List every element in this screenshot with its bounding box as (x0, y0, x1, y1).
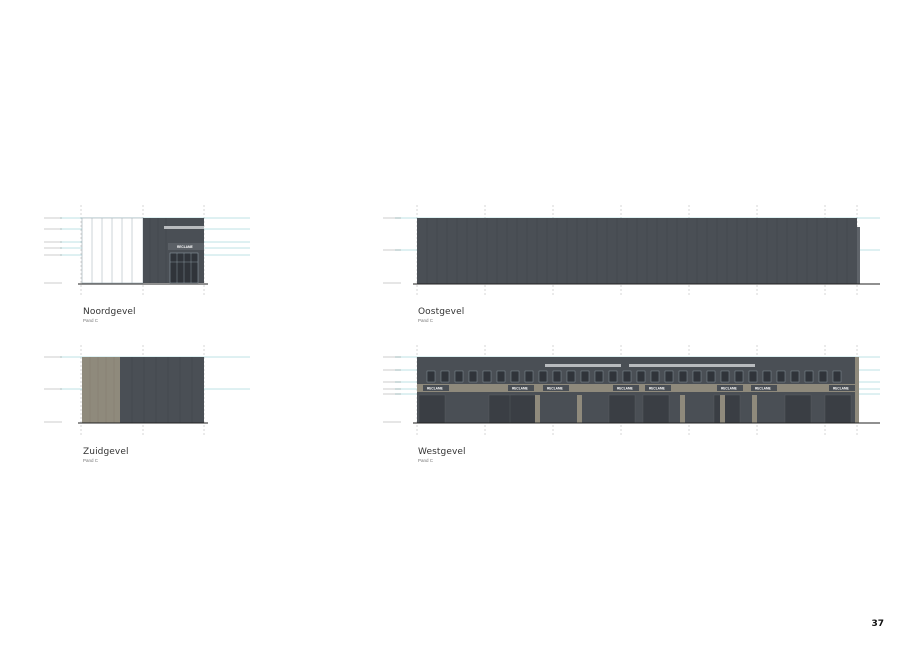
window (594, 370, 604, 383)
elevation-zuid (40, 345, 290, 435)
pillar (680, 395, 685, 423)
gate (642, 394, 670, 424)
window (804, 370, 814, 383)
zuid-title: Zuidgevel (83, 447, 129, 457)
west-sign-text: RECLAME (547, 386, 563, 390)
window (426, 370, 436, 383)
sign-panel (717, 385, 743, 391)
west-sign-text: RECLAME (721, 386, 737, 390)
window (440, 370, 450, 383)
window (608, 370, 618, 383)
window (524, 370, 534, 383)
noord-subtitle: Pand C (83, 318, 99, 323)
gate (713, 394, 741, 424)
window (706, 370, 716, 383)
west-subtitle: Pand C (418, 458, 434, 463)
elevation-west: RECLAME RECLAME RECLAME RECLAME RECLAME RECLA… (375, 345, 885, 435)
elevation-oost (375, 205, 885, 295)
west-sign-text: RECLAME (649, 386, 665, 390)
pillar (535, 395, 540, 423)
window (538, 370, 548, 383)
window (664, 370, 674, 383)
gate (418, 394, 446, 424)
window (566, 370, 576, 383)
west-sign-text: RECLAME (833, 386, 849, 390)
window (482, 370, 492, 383)
window (748, 370, 758, 383)
oost-title: Oostgevel (418, 307, 465, 317)
west-sign-text: RECLAME (617, 386, 633, 390)
oost-subtitle: Pand C (418, 318, 434, 323)
page-number: 37 (871, 619, 884, 629)
west-title: Westgevel (418, 447, 466, 457)
pillar (752, 395, 757, 423)
elevation-noord: RECLAME (40, 205, 290, 295)
gate (824, 394, 852, 424)
window (790, 370, 800, 383)
noord-sign-text: RECLAME (177, 245, 193, 249)
gate (784, 394, 812, 424)
window (776, 370, 786, 383)
window (468, 370, 478, 383)
elevation-west-drawing: RECLAME RECLAME RECLAME RECLAME RECLAME RECLA… (383, 345, 880, 435)
sign-panel (829, 385, 855, 391)
gate (608, 394, 636, 424)
window (510, 370, 520, 383)
window (678, 370, 688, 383)
gate (509, 394, 537, 424)
elevation-noord-drawing: RECLAME (44, 205, 250, 295)
window (622, 370, 632, 383)
west-sign-text: RECLAME (427, 386, 443, 390)
sign-panel (543, 385, 569, 391)
window (580, 370, 590, 383)
elevation-oost-drawing (383, 205, 880, 295)
elevation-zuid-drawing (44, 345, 250, 435)
sign-panel (645, 385, 671, 391)
sign-panel (423, 385, 449, 391)
window (692, 370, 702, 383)
sign-panel (751, 385, 777, 391)
window (552, 370, 562, 383)
noord-title: Noordgevel (83, 307, 136, 317)
zuid-subtitle: Pand C (83, 458, 99, 463)
west-sign-text: RECLAME (755, 386, 771, 390)
window (454, 370, 464, 383)
window (762, 370, 772, 383)
window (496, 370, 506, 383)
window (720, 370, 730, 383)
window (636, 370, 646, 383)
window (734, 370, 744, 383)
sign-panel (508, 385, 534, 391)
window (818, 370, 828, 383)
west-sign-text: RECLAME (512, 386, 528, 390)
window (650, 370, 660, 383)
pillar (720, 395, 725, 423)
window (832, 370, 842, 383)
sign-panel (613, 385, 639, 391)
pillar (577, 395, 582, 423)
